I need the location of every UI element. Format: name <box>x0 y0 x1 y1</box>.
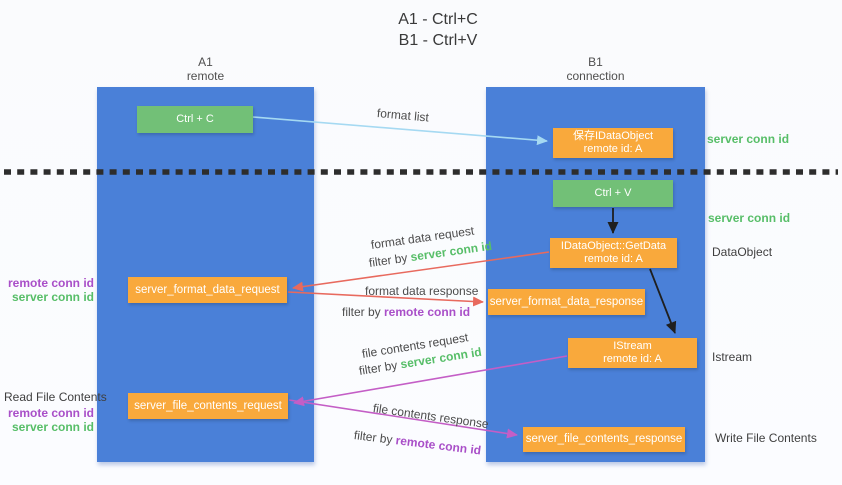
label-format-data-response: format data response <box>365 284 479 298</box>
file-response-label: server_file_contents_response <box>525 433 683 445</box>
filter-prefix: filter by <box>342 305 385 319</box>
annotation-server-conn-id-mid: server conn id <box>708 211 791 225</box>
label-filter-format-response: filter by remote conn id <box>342 305 470 319</box>
lane-a1-id: A1 <box>198 55 213 69</box>
node-istream: IStream remote id: A <box>568 338 697 368</box>
lane-header-b1: B1 connection <box>486 55 705 83</box>
filter-prefix: filter by <box>368 250 412 270</box>
node-save-idataobject: 保存IDataObject remote id: A <box>553 128 673 158</box>
filter-key-remote-conn-id: remote conn id <box>384 305 471 319</box>
lane-b1-id: B1 <box>588 55 603 69</box>
diagram-title: A1 - Ctrl+C B1 - Ctrl+V <box>398 9 478 51</box>
annotation-server-conn-id-top: server conn id <box>707 132 790 146</box>
title-line-2: B1 - Ctrl+V <box>398 32 478 49</box>
ctrl-v-label: Ctrl + V <box>594 187 632 199</box>
istream-line1: IStream <box>613 340 652 352</box>
annotation-dataobject: DataObject <box>712 245 773 259</box>
format-response-label: server_format_data_response <box>489 295 644 308</box>
ctrl-c-label: Ctrl + C <box>176 113 214 125</box>
node-ctrl-c: Ctrl + C <box>137 106 253 133</box>
lane-header-a1: A1 remote <box>97 55 314 83</box>
file-request-label: server_file_contents_request <box>134 399 282 412</box>
getdata-line2: remote id: A <box>584 253 643 265</box>
annotation-remote-conn-id-1: remote conn id <box>7 276 94 290</box>
node-server-file-contents-response: server_file_contents_response <box>523 427 685 452</box>
annotation-read-file-contents: Read File Contents <box>4 390 107 404</box>
annotation-remote-conn-id-2: remote conn id <box>7 406 94 420</box>
node-idataobject-getdata: IDataObject::GetData remote id: A <box>550 238 677 268</box>
filter-prefix: filter by <box>353 428 397 448</box>
getdata-line1: IDataObject::GetData <box>560 240 667 252</box>
annotation-istream: Istream <box>712 350 753 364</box>
node-ctrl-v: Ctrl + V <box>553 180 673 207</box>
label-filter-file-response: filter by remote conn id <box>353 428 482 457</box>
annotation-server-conn-id-1: server conn id <box>11 290 94 304</box>
lane-a1-role: remote <box>186 69 225 83</box>
lane-b1-role: connection <box>566 69 625 83</box>
istream-line2: remote id: A <box>603 353 662 365</box>
annotation-write-file-contents: Write File Contents <box>715 431 817 445</box>
format-request-label: server_format_data_request <box>135 283 280 296</box>
node-server-file-contents-request: server_file_contents_request <box>128 393 288 419</box>
save-idataobject-line1: 保存IDataObject <box>572 130 654 142</box>
node-server-format-data-response: server_format_data_response <box>488 289 645 315</box>
annotation-server-conn-id-2: server conn id <box>11 420 94 434</box>
label-format-list: format list <box>376 106 430 125</box>
filter-key-remote-conn-id: remote conn id <box>394 433 482 458</box>
node-server-format-data-request: server_format_data_request <box>128 277 287 303</box>
label-file-contents-response: file contents response <box>372 401 490 432</box>
title-line-1: A1 - Ctrl+C <box>398 11 478 28</box>
save-idataobject-line2: remote id: A <box>583 143 643 155</box>
